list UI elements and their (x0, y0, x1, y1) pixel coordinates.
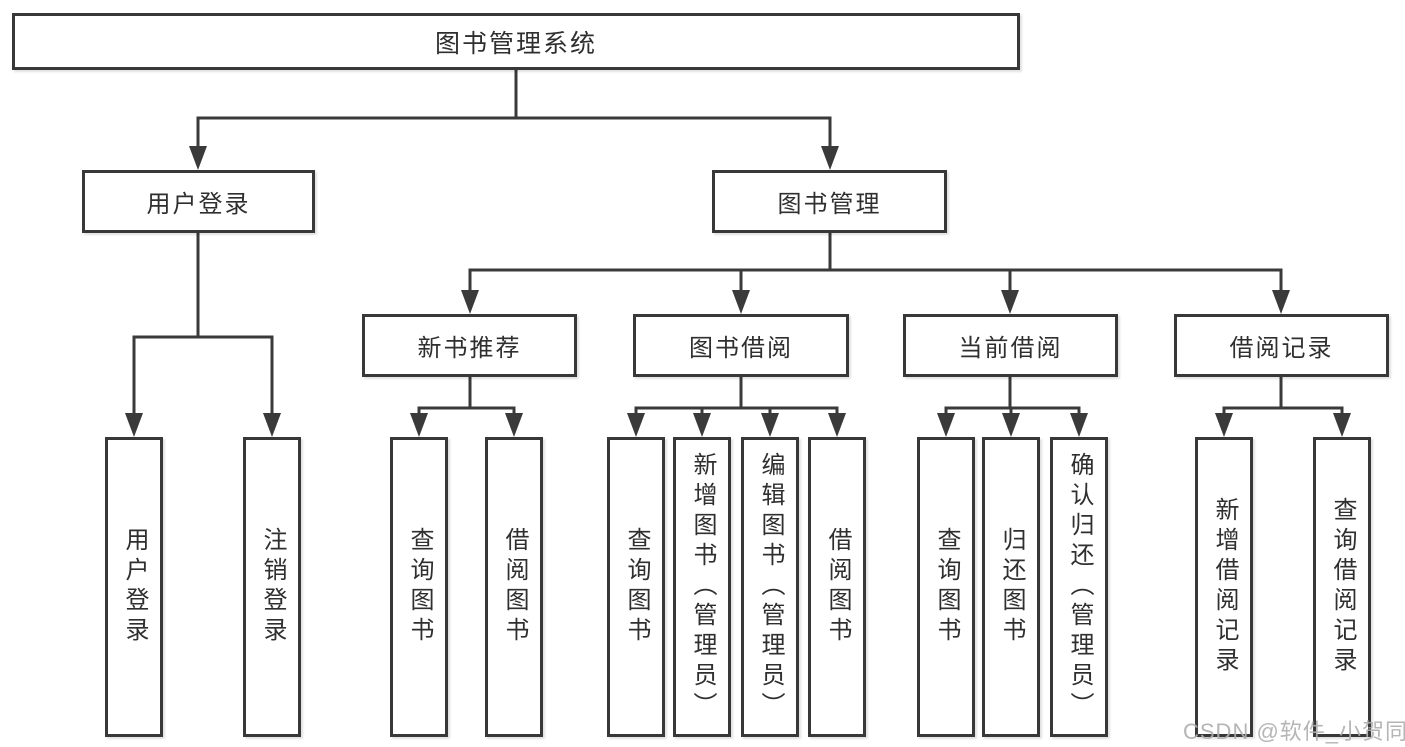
node-label: 查询图书 (933, 527, 960, 647)
connector-paths (132, 68, 1344, 419)
leaf-borrow-books-recommend: 借阅图书 (485, 437, 543, 737)
node-label: 查询图书 (623, 527, 650, 647)
node-label: 注销登录 (259, 527, 286, 647)
node-label: 借阅记录 (1229, 335, 1334, 362)
leaf-query-books-borrow: 查询图书 (607, 437, 665, 737)
leaf-query-books-recommend: 查询图书 (390, 437, 448, 737)
node-label: 用户登录 (121, 527, 148, 647)
node-label: 确认归还（管理员） (1066, 452, 1093, 722)
node-library-system: 图书管理系统 (12, 13, 1020, 70)
leaf-query-books-current: 查询图书 (917, 437, 975, 737)
node-borrowing-records: 借阅记录 (1174, 314, 1389, 377)
node-label: 新书推荐 (417, 335, 522, 362)
node-label: 借阅图书 (501, 527, 528, 647)
node-book-management: 图书管理 (712, 170, 947, 233)
node-label: 编辑图书（管理员） (757, 452, 784, 722)
leaf-logout-login: 注销登录 (243, 437, 301, 737)
watermark: CSDN @软件_小贺同学 (1183, 719, 1405, 744)
leaf-return-books: 归还图书 (982, 437, 1040, 737)
node-label: 用户登录 (146, 191, 251, 218)
node-label: 查询借阅记录 (1329, 497, 1356, 677)
leaf-confirm-return-admin: 确认归还（管理员） (1050, 437, 1108, 737)
node-label: 归还图书 (998, 527, 1025, 647)
node-current-borrowing: 当前借阅 (903, 314, 1118, 377)
leaf-borrow-books: 借阅图书 (808, 437, 866, 737)
node-label: 新增借阅记录 (1211, 497, 1238, 677)
leaf-add-borrow-record: 新增借阅记录 (1195, 437, 1253, 737)
node-label: 借阅图书 (824, 527, 851, 647)
node-label: 图书管理系统 (434, 29, 597, 58)
node-label: 新增图书（管理员） (689, 452, 716, 722)
node-label: 图书管理 (777, 191, 882, 218)
leaf-query-borrow-record: 查询借阅记录 (1313, 437, 1371, 737)
node-label: 当前借阅 (958, 335, 1063, 362)
leaf-add-books-admin: 新增图书（管理员） (673, 437, 731, 737)
node-book-borrowing: 图书借阅 (633, 314, 849, 377)
node-user-login: 用户登录 (82, 170, 315, 233)
leaf-edit-books-admin: 编辑图书（管理员） (741, 437, 799, 737)
arrowhead-icons (125, 146, 1351, 437)
node-label: 查询图书 (406, 527, 433, 647)
node-new-book-recommendation: 新书推荐 (362, 314, 577, 377)
leaf-user-login: 用户登录 (105, 437, 163, 737)
node-label: 图书借阅 (689, 335, 793, 362)
